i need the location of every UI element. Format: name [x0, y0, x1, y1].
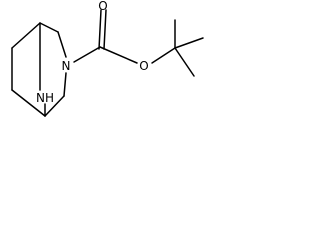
bond-carbonyl-double-b — [103, 9, 107, 50]
atom-label-n-carbamate: N — [62, 59, 71, 73]
bond-c2-n — [57, 31, 67, 58]
bond-n-c3 — [63, 72, 67, 97]
atom-label-o-carbonyl: O — [98, 0, 107, 13]
bond-cq-me1 — [174, 37, 204, 49]
bond-carbonyl-double-a — [98, 9, 102, 50]
bond-c6-c4 — [11, 89, 46, 117]
atom-label-nh-bridge: NH — [36, 91, 54, 105]
bond-cq-me3 — [174, 47, 195, 77]
molecule-diagram: N O O NH — [11, 0, 204, 117]
bond-oether-cq — [151, 47, 176, 64]
bond-c1-c2 — [39, 22, 59, 33]
ring-bonds — [11, 22, 67, 117]
bond-c3-c4 — [44, 95, 65, 117]
bond-carbonylc-oether — [99, 46, 138, 64]
bond-n-carbonylc — [73, 46, 101, 63]
atom-label-o-ether: O — [139, 59, 148, 73]
boc-bonds — [73, 9, 204, 77]
bond-c1-c5 — [11, 22, 41, 49]
